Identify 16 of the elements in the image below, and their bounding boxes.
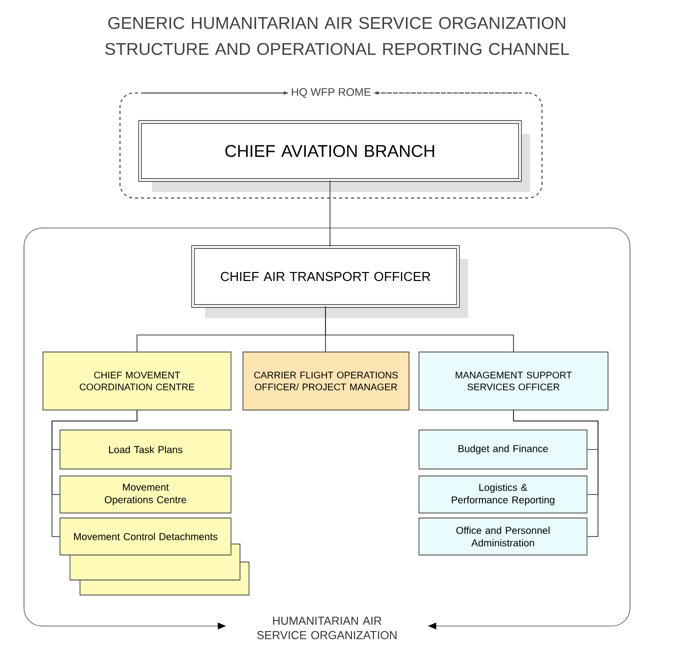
role-box: MANAGEMENT SUPPORT SERVICES OFFICER	[418, 352, 608, 410]
connector-line	[513, 410, 598, 537]
title: GENERIC HUMANITARIAN AIR SERVICE ORGANIZATION STRUCTURE AND OPERATIONAL REPORTING CHANNEL	[105, 16, 569, 56]
node-label: SERVICE ORGANIZATION	[257, 631, 396, 640]
role-box: CHIEF MOVEMENT COORDINATION CENTRE	[42, 352, 232, 410]
role-box: CARRIER FLIGHT OPERATIONS OFFICER/ PROJECT MANAGER	[242, 352, 410, 410]
connector-line	[52, 410, 138, 537]
connector-line	[325, 306, 514, 352]
role-box: Office and Personnel Administration	[418, 518, 588, 556]
title-box: CHIEF AIR TRANSPORT OFFICER	[191, 245, 468, 318]
role-box: Movement Operations Centre	[60, 476, 232, 514]
role-box: Movement Control Detachments	[60, 518, 232, 556]
role-box: Load Task Plans	[60, 430, 232, 470]
title-box: CHIEF AVIATION BRANCH	[138, 120, 530, 192]
role-box: Budget and Finance	[418, 430, 588, 470]
role-box: Logistics & Performance Reporting	[418, 476, 588, 514]
